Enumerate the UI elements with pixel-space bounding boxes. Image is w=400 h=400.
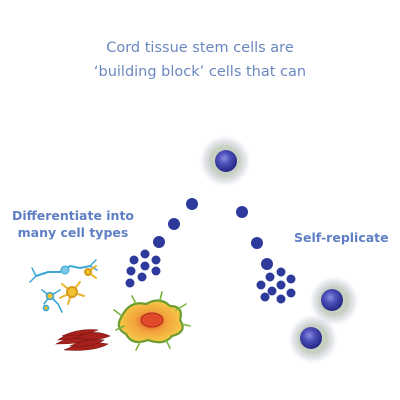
self-replicate-label: Self-replicate [294, 230, 389, 245]
headline-line-2: ‘building block’ cells that can [93, 64, 307, 80]
differentiate-label: Differentiate into many cell types [10, 207, 136, 241]
neuron-icon [29, 259, 98, 283]
neuron-icon [41, 289, 63, 313]
dot-trail-left [153, 198, 198, 248]
muscle-cells-icon [54, 329, 111, 351]
headline: Cord tissue stem cells are ‘building blo… [0, 36, 400, 84]
headline-line-1: Cord tissue stem cells are [106, 40, 294, 56]
stem-cell-icon [309, 276, 359, 326]
stem-cell-icon [288, 314, 338, 364]
astrocyte-icon [59, 265, 97, 305]
dot-cluster-right [256, 267, 296, 304]
dot-cluster-left [125, 249, 161, 288]
stem-cell-icon [199, 135, 251, 187]
glial-cell-icon [113, 291, 191, 351]
differentiate-label-line-1: Differentiate into [11, 208, 135, 223]
differentiate-label-line-2: many cell types [17, 225, 129, 240]
dot-trail-right [236, 206, 273, 270]
